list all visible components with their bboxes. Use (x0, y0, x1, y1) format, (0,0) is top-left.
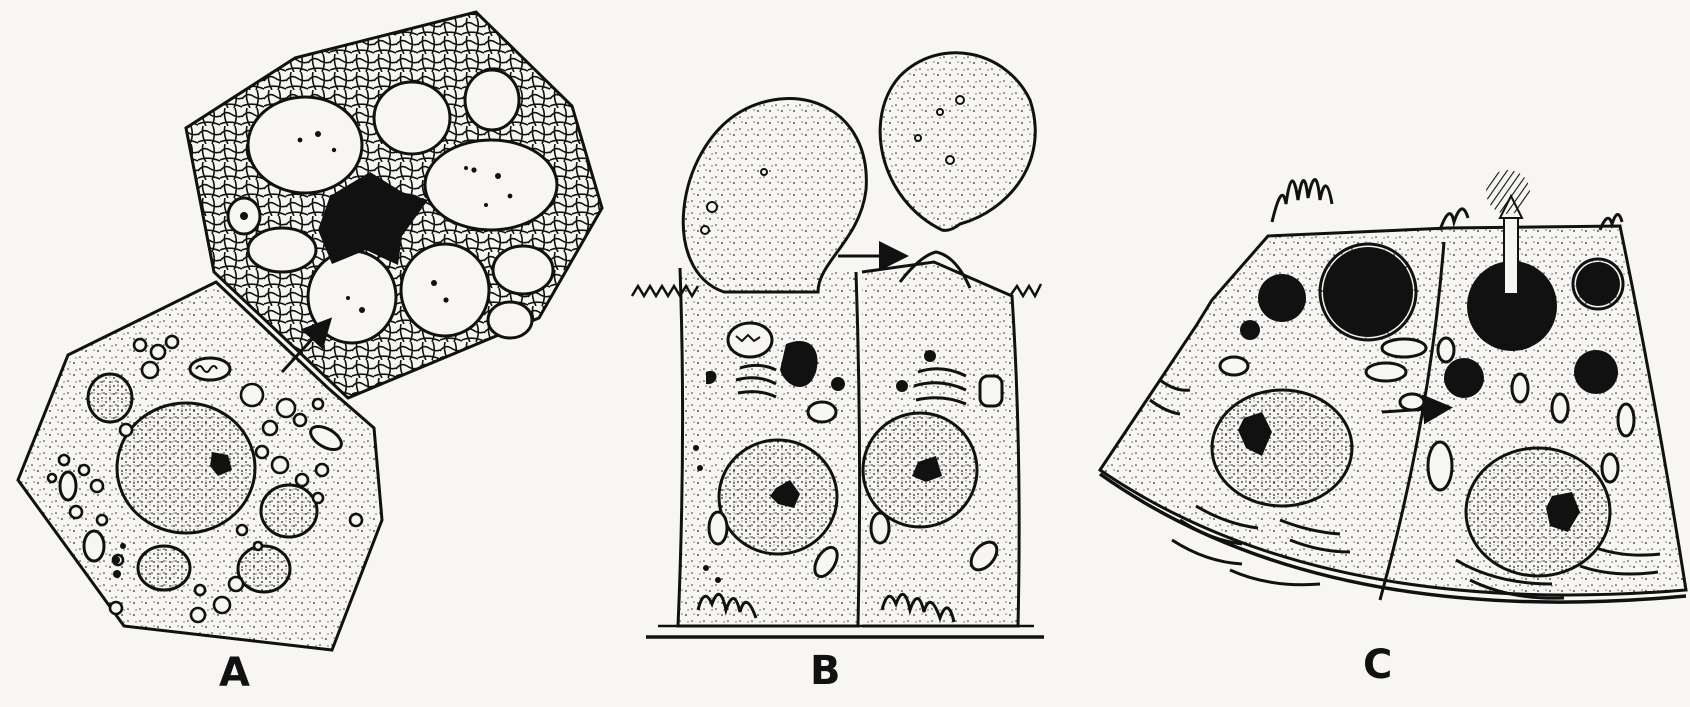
released-cell (862, 53, 1041, 626)
panel-c-merocrine-cells (1100, 170, 1686, 602)
panel-b-apocrine-cells (632, 53, 1044, 637)
panel-label-a: A (219, 650, 251, 696)
panel-a-holocrine-cell (18, 12, 602, 650)
budding-cell (632, 99, 866, 626)
panel-label-c: C (1363, 642, 1393, 688)
panel-label-b: B (810, 648, 842, 694)
